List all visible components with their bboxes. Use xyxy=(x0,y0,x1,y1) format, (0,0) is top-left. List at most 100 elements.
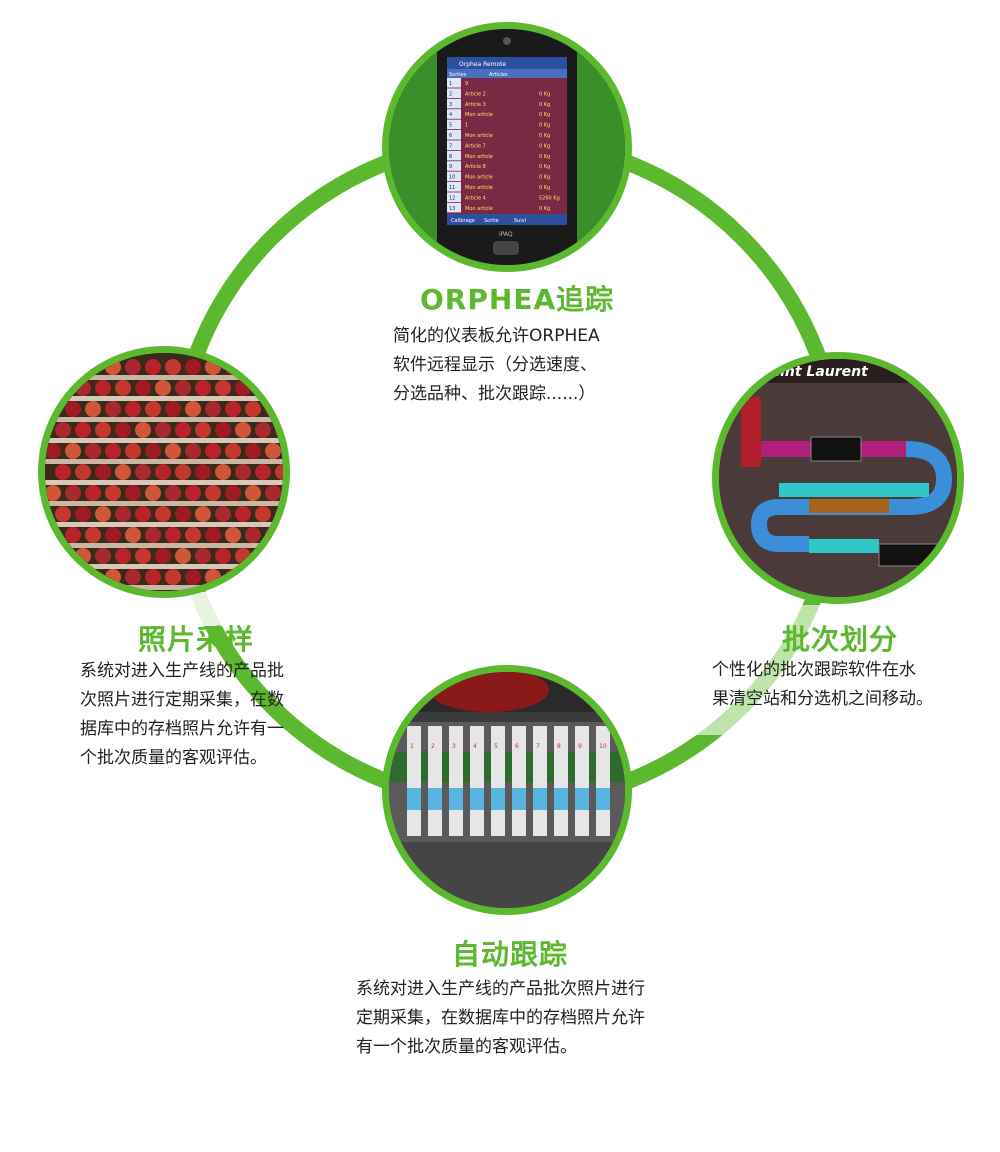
apple xyxy=(185,527,201,543)
apple xyxy=(135,422,151,438)
lane-number: 1 xyxy=(410,743,414,750)
pda-row-index-cell xyxy=(447,98,461,109)
pda-camera-dot xyxy=(503,37,511,45)
apple xyxy=(165,359,181,375)
orphea-tracking-description: 简化的仪表板允许ORPHEA 软件远程显示（分选速度、 分选品种、批次跟踪...… xyxy=(393,322,600,409)
pda-row-article: Mon article xyxy=(465,133,493,139)
apple xyxy=(185,569,201,585)
apple xyxy=(75,506,91,522)
pda-row-index: 11 xyxy=(449,185,455,191)
pda-row-weight: 0 Kg xyxy=(539,185,550,191)
lane-level xyxy=(533,788,547,810)
apple xyxy=(215,506,231,522)
apple xyxy=(85,485,101,501)
apple xyxy=(205,401,221,417)
apples-group xyxy=(45,359,283,590)
desc-line: 果清空站和分选机之间移动。 xyxy=(712,689,933,709)
conveyor-info-box xyxy=(878,543,940,567)
apple xyxy=(45,443,61,459)
orphea-tracking-title: ORPHEA追踪 xyxy=(420,283,615,316)
apple xyxy=(185,401,201,417)
apple xyxy=(145,485,161,501)
apple xyxy=(145,569,161,585)
apple xyxy=(75,422,91,438)
pda-row-index: 4 xyxy=(449,112,452,118)
apple xyxy=(165,569,181,585)
apple xyxy=(215,422,231,438)
lane-number: 5 xyxy=(494,743,498,750)
apple xyxy=(125,359,141,375)
apple xyxy=(125,401,141,417)
apple xyxy=(55,464,71,480)
apple xyxy=(65,485,81,501)
batch-split-title: 批次划分 xyxy=(782,623,899,656)
apple xyxy=(65,527,81,543)
pda-row-index-cell xyxy=(447,109,461,119)
apple xyxy=(95,506,111,522)
apple xyxy=(165,443,181,459)
apple xyxy=(65,401,81,417)
conveyor-lower-cyan xyxy=(809,539,879,553)
apple xyxy=(95,548,111,564)
ring-gap-right xyxy=(690,605,970,735)
roller xyxy=(45,480,283,485)
pda-row-weight: 0 Kg xyxy=(539,133,550,139)
apple xyxy=(75,548,91,564)
apple xyxy=(125,485,141,501)
pda-row-index-cell xyxy=(447,202,461,213)
apple xyxy=(185,443,201,459)
lane-level xyxy=(575,788,589,810)
apple xyxy=(165,527,181,543)
lane-number: 9 xyxy=(578,743,582,750)
apple xyxy=(175,380,191,396)
lane-level xyxy=(407,788,421,810)
apple xyxy=(95,380,111,396)
desc-line: 个性化的批次跟踪软件在水 xyxy=(712,660,916,680)
pda-row-article: Article 2 xyxy=(465,91,486,97)
pda-row-weight: 0 Kg xyxy=(539,91,550,97)
apple xyxy=(195,548,211,564)
apple xyxy=(135,464,151,480)
apple xyxy=(175,464,191,480)
apple xyxy=(145,359,161,375)
desc-line: 软件远程显示（分选速度、 xyxy=(393,355,597,375)
lane-level xyxy=(596,788,610,810)
apple xyxy=(155,380,171,396)
desc-line: 有一个批次质量的客观评估。 xyxy=(356,1037,577,1057)
apple xyxy=(235,422,251,438)
apple xyxy=(205,485,221,501)
pda-row-index-cell xyxy=(447,119,461,130)
pda-row-article: Article 4 xyxy=(465,195,486,201)
pda-row-index: 9 xyxy=(449,164,452,170)
roller xyxy=(45,501,283,506)
lane-number: 6 xyxy=(515,743,519,750)
pda-row-index: 3 xyxy=(449,102,452,108)
apple xyxy=(155,506,171,522)
pda-title-bar xyxy=(447,57,567,69)
desc-line: 据库中的存档照片允许有一 xyxy=(80,719,284,739)
apple xyxy=(215,548,231,564)
apple xyxy=(125,527,141,543)
batch-layout-image: t Saint Laurent xyxy=(712,352,964,604)
roller xyxy=(45,585,283,590)
apple xyxy=(265,485,281,501)
apple xyxy=(235,380,251,396)
pda-brand: iPAQ xyxy=(499,231,513,238)
apple xyxy=(105,527,121,543)
desc-line: 系统对进入生产线的产品批次照片进行 xyxy=(356,979,645,999)
pda-row-index-cell xyxy=(447,78,461,88)
apple xyxy=(75,380,91,396)
apple xyxy=(185,485,201,501)
lane-level xyxy=(491,788,505,810)
pda-header-row xyxy=(447,69,567,78)
lane-level xyxy=(428,788,442,810)
auto-tracking-description: 系统对进入生产线的产品批次照片进行 定期采集，在数据库中的存档照片允许 有一个批… xyxy=(356,975,645,1062)
pda-row-article: Mon article xyxy=(465,112,493,118)
photo-sampling-title: 照片采样 xyxy=(138,623,255,656)
pda-row-index-cell xyxy=(447,130,461,140)
apple xyxy=(225,443,241,459)
pda-row-index: 1 xyxy=(449,81,452,87)
apple xyxy=(165,401,181,417)
pda-screen xyxy=(447,57,567,225)
